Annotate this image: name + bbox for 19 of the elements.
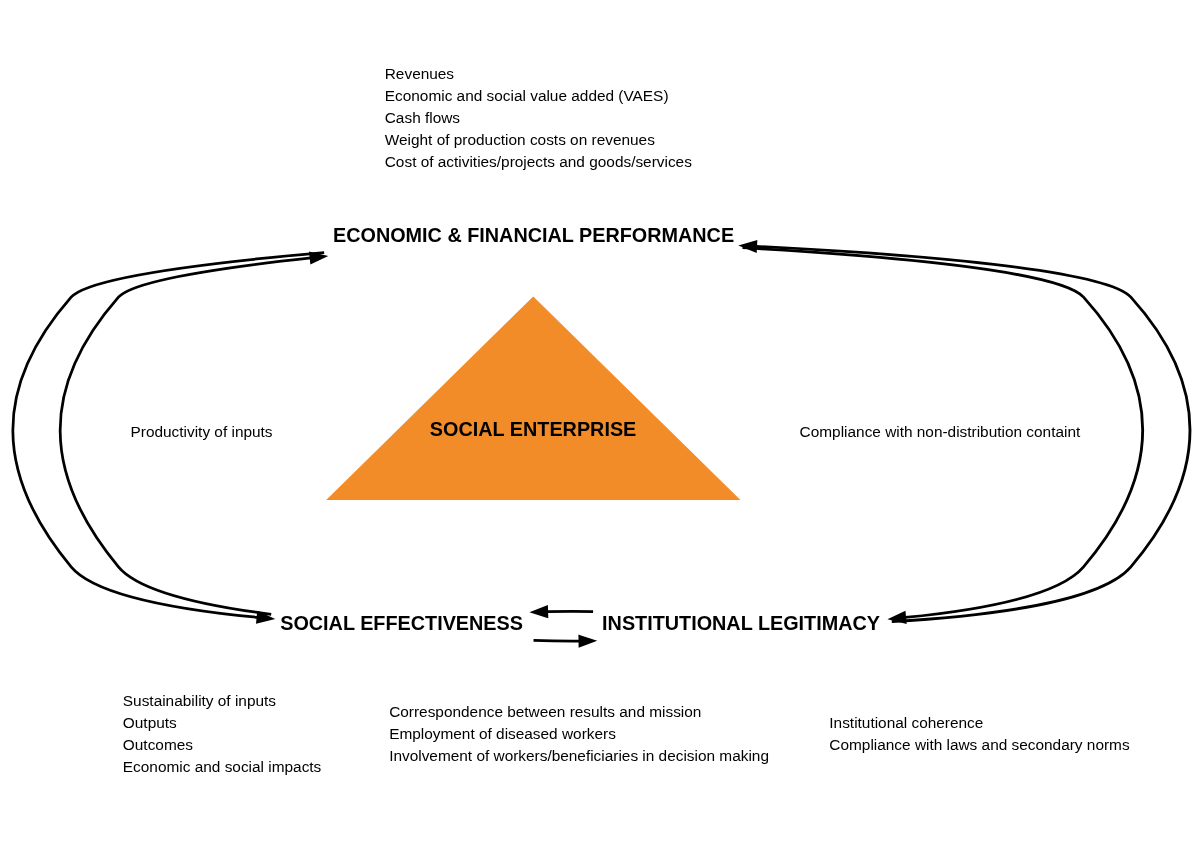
label: Cash flows xyxy=(384,108,461,126)
node-text: INSTITUTIONAL LEGITIMACY xyxy=(602,611,880,634)
label: Employment of diseased workers xyxy=(389,724,616,742)
label: Revenues xyxy=(384,64,455,82)
label: Outputs xyxy=(122,713,177,731)
label: Outcomes xyxy=(122,735,193,753)
label: Compliance with laws and secondary norms xyxy=(829,735,1130,753)
label: Involvement of workers/beneficiaries in decision making xyxy=(389,746,769,764)
node-text: ECONOMIC & FINANCIAL PERFORMANCE xyxy=(333,223,735,246)
label: Sustainability of inputs xyxy=(122,691,276,709)
label: Cost of activities/projects and goods/services xyxy=(384,152,692,170)
label: Weight of production costs on revenues xyxy=(384,130,655,148)
label: Economic and social impacts xyxy=(122,757,322,775)
label: Institutional coherence xyxy=(829,713,984,731)
label: Economic and social value added (VAES) xyxy=(384,86,669,104)
label: Correspondence between results and mission xyxy=(389,702,702,720)
label: Productivity of inputs xyxy=(130,422,273,440)
label: Compliance with non-distribution containt xyxy=(799,422,1081,440)
node-text: SOCIAL EFFECTIVENESS xyxy=(280,611,523,634)
